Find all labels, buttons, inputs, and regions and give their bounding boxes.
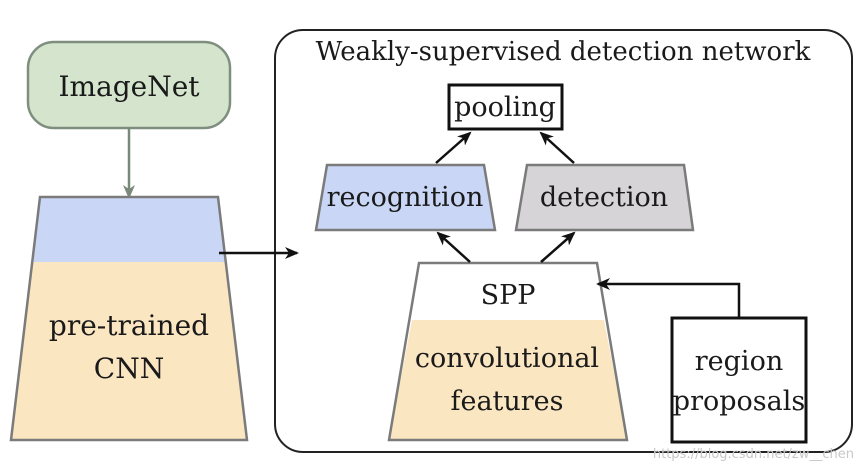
watermark-text: https://blog.csdn.net/zw__chen (653, 447, 854, 462)
region-proposals-node (670, 316, 808, 444)
detection-node (514, 163, 695, 232)
detection-label: detection (540, 182, 668, 213)
pooling-node (447, 83, 564, 131)
region-to-spp-arrow (596, 278, 741, 318)
cnn-label-line2: CNN (94, 352, 164, 385)
recognition-node (314, 163, 497, 232)
conv-label-line2: features (450, 386, 563, 417)
region-label-line2: proposals (673, 386, 805, 417)
spp-to-detection-arrow (540, 231, 576, 263)
pretrained-cnn-node: pre-trained CNN (9, 195, 249, 442)
recognition-label: recognition (327, 182, 484, 213)
conv-features-node: SPP convolutional features (387, 261, 629, 442)
cnn-outline (9, 195, 249, 442)
cnn-label-line1: pre-trained (49, 309, 209, 342)
detection-to-pooling-arrow (539, 131, 575, 164)
region-label-line1: region (695, 346, 783, 377)
conv-label-line1: convolutional (415, 343, 599, 374)
network-title: Weakly-supervised detection network (316, 37, 811, 67)
cnn-top-section (33, 197, 225, 262)
conv-features-outline (387, 261, 629, 442)
conv-section (389, 320, 627, 440)
imagenet-label: ImageNet (58, 70, 200, 103)
pooling-label: pooling (454, 92, 556, 123)
recognition-to-pooling-arrow (435, 131, 472, 164)
cnn-bottom-section (11, 262, 247, 440)
spp-to-recognition-arrow (436, 231, 471, 263)
spp-label: SPP (481, 280, 536, 311)
network-container (274, 29, 853, 453)
spp-section (412, 263, 604, 320)
